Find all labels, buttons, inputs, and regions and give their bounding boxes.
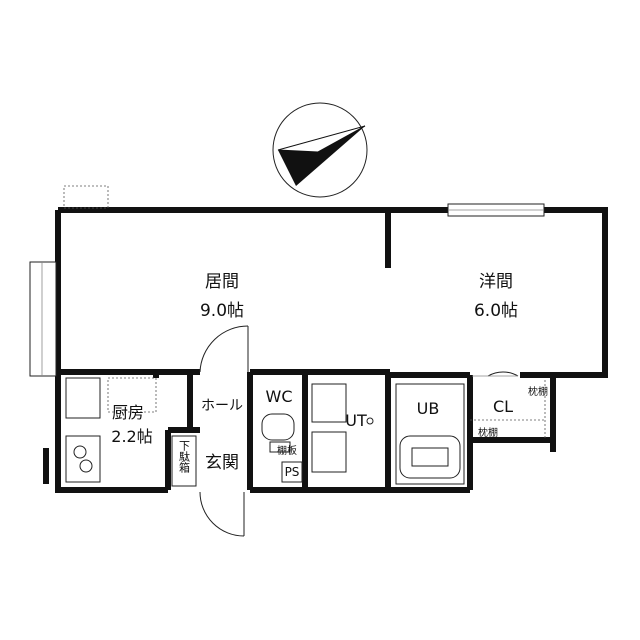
room-label-closet: CL: [493, 397, 513, 416]
bathtub-icon: [395, 383, 465, 485]
fixture-label-shelf-closet: 枕棚: [478, 426, 498, 439]
closet-shelves: [470, 380, 546, 440]
room-size-kitchen: 2.2帖: [111, 427, 152, 446]
interior-walls: [58, 210, 553, 490]
doors: [199, 325, 519, 537]
room-label-utility: UT: [345, 411, 367, 430]
room-size-western: 6.0帖: [474, 301, 518, 321]
room-label-living: 居間: [205, 272, 239, 292]
north-compass-icon: [272, 102, 368, 198]
room-label-western: 洋間: [479, 272, 513, 292]
room-label-bath: UB: [417, 399, 440, 418]
kitchen-fixtures: [65, 377, 157, 483]
fixture-label-shelf-wc: 棚板: [277, 444, 297, 457]
room-label-hall: ホール: [201, 398, 243, 414]
room-label-entrance: 玄関: [205, 453, 239, 473]
fixture-label-shoe-box: 下駄箱: [177, 440, 191, 473]
room-label-kitchen: 厨房: [112, 403, 144, 422]
toilet-fixture-icon: [261, 413, 295, 453]
room-label-pipe-space: PS: [285, 465, 300, 479]
fixture-label-shelf-closet-right: 枕棚: [528, 385, 548, 398]
room-label-toilet: WC: [266, 387, 293, 406]
windows: [29, 185, 545, 377]
washbasin-icon: [311, 383, 374, 473]
room-size-living: 9.0帖: [200, 301, 244, 321]
